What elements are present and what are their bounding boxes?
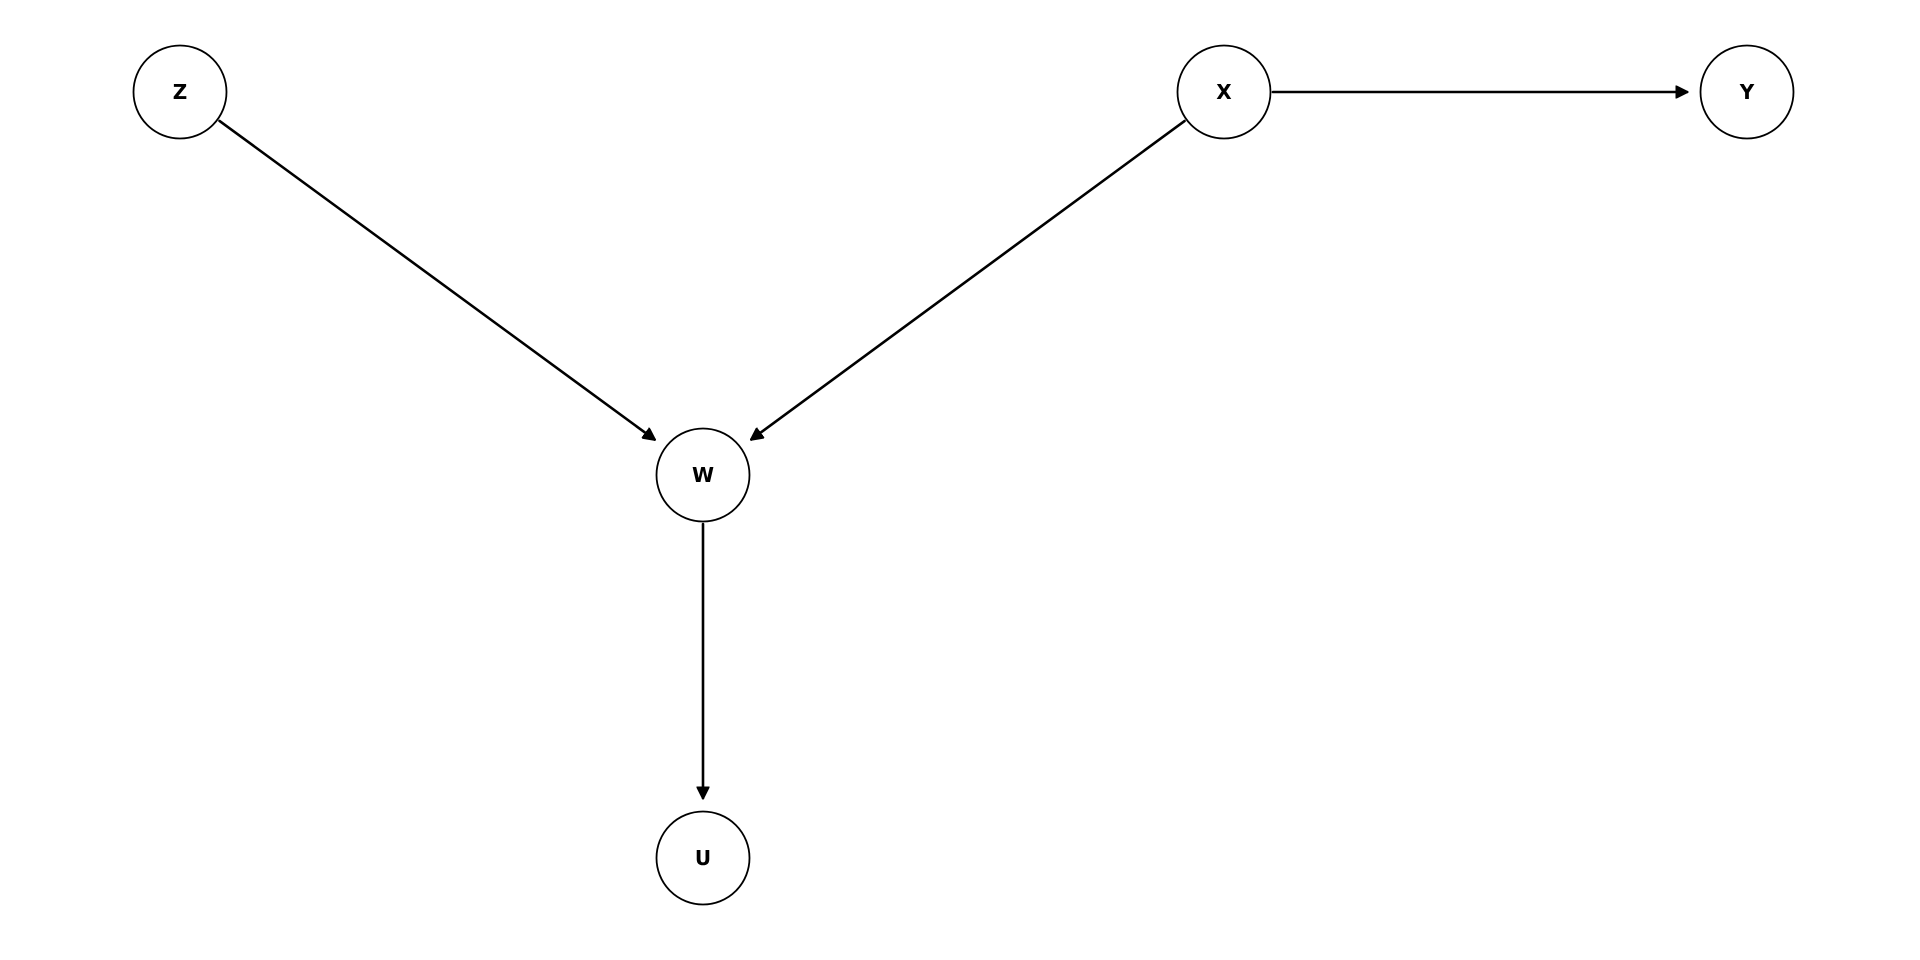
node-w: W — [655, 427, 751, 523]
node-u: U — [655, 810, 751, 906]
node-circle — [1176, 44, 1272, 140]
node-label: Z — [173, 80, 188, 104]
node-circle — [655, 810, 751, 906]
node-label: U — [695, 846, 711, 870]
edge-z-to-w — [218, 119, 655, 440]
node-circle — [1699, 44, 1795, 140]
node-y: Y — [1699, 44, 1795, 140]
node-label: X — [1216, 80, 1232, 104]
node-x: X — [1176, 44, 1272, 140]
node-label: W — [692, 463, 714, 487]
edge-x-to-w — [751, 119, 1186, 439]
node-circle — [132, 44, 228, 140]
node-circle — [655, 427, 751, 523]
node-label: Y — [1739, 80, 1755, 104]
node-z: Z — [132, 44, 228, 140]
